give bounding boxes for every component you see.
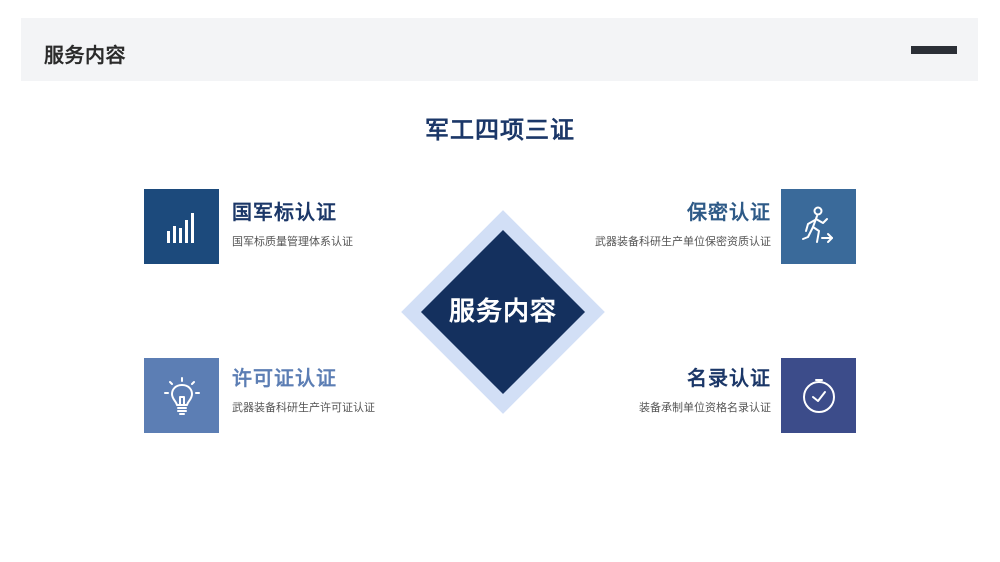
menu-dash-icon	[911, 46, 957, 54]
item-desc-3: 武器装备科研生产许可证认证	[232, 401, 375, 414]
item-title-2: 保密认证	[687, 200, 771, 224]
item-desc-4: 装备承制单位资格名录认证	[639, 401, 771, 414]
header-bar: 服务内容	[21, 18, 978, 81]
item-icon-box-4	[781, 358, 856, 433]
center-label: 服务内容	[448, 297, 557, 327]
item-desc-2: 武器装备科研生产单位保密资质认证	[595, 235, 771, 248]
running-person-icon	[801, 206, 833, 243]
bar-chart-icon	[166, 212, 194, 243]
item-desc-1: 国军标质量管理体系认证	[232, 235, 353, 248]
item-title-3: 许可证认证	[232, 366, 337, 390]
section-title: 军工四项三证	[425, 116, 575, 144]
clock-icon	[802, 378, 835, 413]
item-title-1: 国军标认证	[232, 200, 337, 224]
page-title: 服务内容	[44, 43, 126, 67]
lightbulb-icon	[163, 376, 200, 415]
item-icon-box-1	[144, 189, 219, 264]
item-icon-box-3	[144, 358, 219, 433]
item-icon-box-2	[781, 189, 856, 264]
item-title-4: 名录认证	[687, 366, 771, 390]
